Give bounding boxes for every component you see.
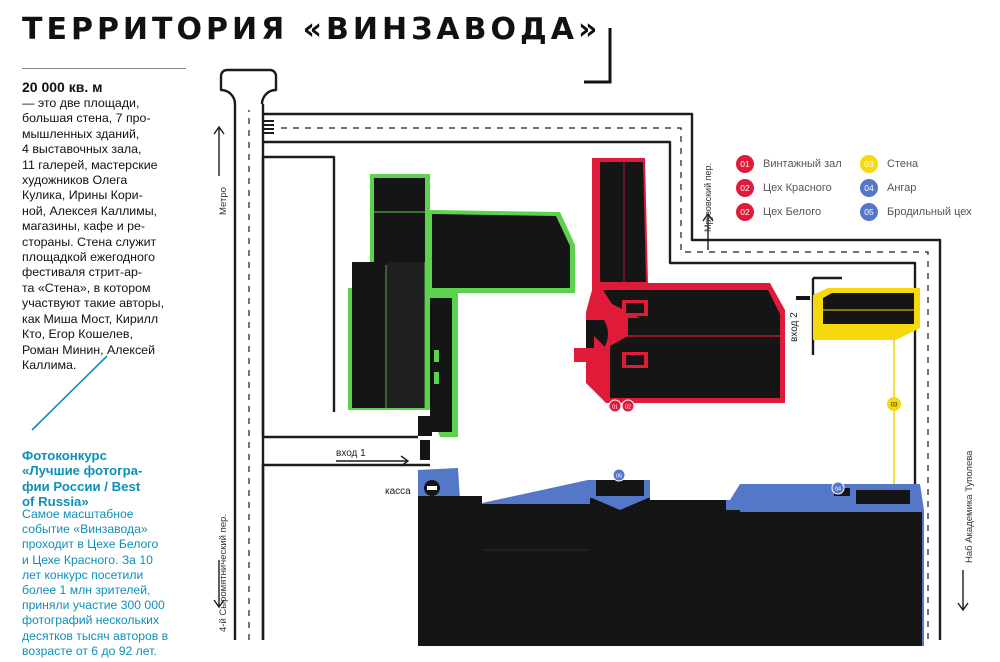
svg-text:вход 2: вход 2 bbox=[789, 312, 800, 342]
street-tupoleva: Наб Академика Туполева bbox=[964, 450, 975, 563]
svg-text:05: 05 bbox=[616, 474, 622, 480]
marker-03: 03 bbox=[887, 340, 901, 485]
photo-contest-description: Самое масштабное событие «Винзавода» про… bbox=[22, 507, 169, 658]
direction-arrows bbox=[213, 125, 969, 612]
legend-item-05: 05 Бродильный цех bbox=[860, 202, 972, 222]
legend-badge: 02 bbox=[736, 179, 754, 197]
legend-item-04: 04 Ангар bbox=[860, 178, 916, 198]
legend-item-03: 03 Стена bbox=[860, 154, 918, 174]
marker-02: 02 bbox=[621, 399, 635, 413]
street-mruzovskiy: Мрузовский пер. bbox=[703, 163, 713, 232]
crosswalk bbox=[264, 120, 274, 134]
wc-label: WC bbox=[574, 375, 585, 382]
legend-label: Ангар bbox=[887, 182, 917, 194]
svg-text:02: 02 bbox=[625, 405, 631, 411]
legend-item-02b: 02 Цех Белого bbox=[736, 202, 821, 222]
blue-buildings bbox=[418, 468, 924, 646]
svg-text:вход 1: вход 1 bbox=[336, 448, 366, 459]
red-buildings: WC bbox=[574, 158, 785, 403]
legend-label: Бродильный цех bbox=[887, 206, 972, 218]
legend-label: Винтажный зал bbox=[763, 158, 842, 170]
legend-badge: 03 bbox=[860, 155, 878, 173]
legend-label: Цех Белого bbox=[763, 206, 822, 218]
legend-badge: 01 bbox=[736, 155, 754, 173]
legend-badge: 05 bbox=[860, 203, 878, 221]
page-title: ТЕРРИТОРИЯ «ВИНЗАВОДА» bbox=[22, 12, 602, 47]
svg-text:03: 03 bbox=[891, 403, 898, 409]
legend-badge: 04 bbox=[860, 179, 878, 197]
svg-text:01: 01 bbox=[612, 405, 618, 411]
title-bracket bbox=[584, 28, 612, 84]
entrance-2: вход 2 bbox=[789, 312, 800, 342]
green-buildings bbox=[348, 174, 575, 460]
photo-contest-title: Фотоконкурс «Лучшие фотогра- фии России … bbox=[22, 448, 143, 510]
kassa-label: касса bbox=[385, 486, 411, 497]
marker-01: 01 bbox=[608, 399, 622, 413]
marker-04: 04 bbox=[831, 481, 845, 495]
accent-diagonal bbox=[31, 355, 108, 431]
legend-item-02: 02 Цех Красного bbox=[736, 178, 832, 198]
marker-05: 05 bbox=[612, 468, 626, 482]
street-metro: Метро bbox=[218, 187, 229, 215]
street-syromyatnicheskiy: 4-й Сыромятнический пер. bbox=[218, 514, 229, 632]
yellow-building bbox=[796, 288, 920, 340]
road-center-dashes bbox=[248, 110, 929, 640]
legend-item-01: 01 Винтажный зал bbox=[736, 154, 842, 174]
legend-label: Стена bbox=[887, 158, 919, 170]
area-description: — это две площади, большая стена, 7 про-… bbox=[22, 96, 165, 372]
divider bbox=[22, 68, 186, 69]
legend-badge: 02 bbox=[736, 203, 754, 221]
entrance-1: вход 1 bbox=[336, 448, 410, 467]
svg-text:04: 04 bbox=[835, 487, 841, 493]
legend-label: Цех Красного bbox=[763, 182, 832, 194]
area-stat: 20 000 кв. м bbox=[22, 79, 103, 95]
roads bbox=[219, 68, 942, 640]
